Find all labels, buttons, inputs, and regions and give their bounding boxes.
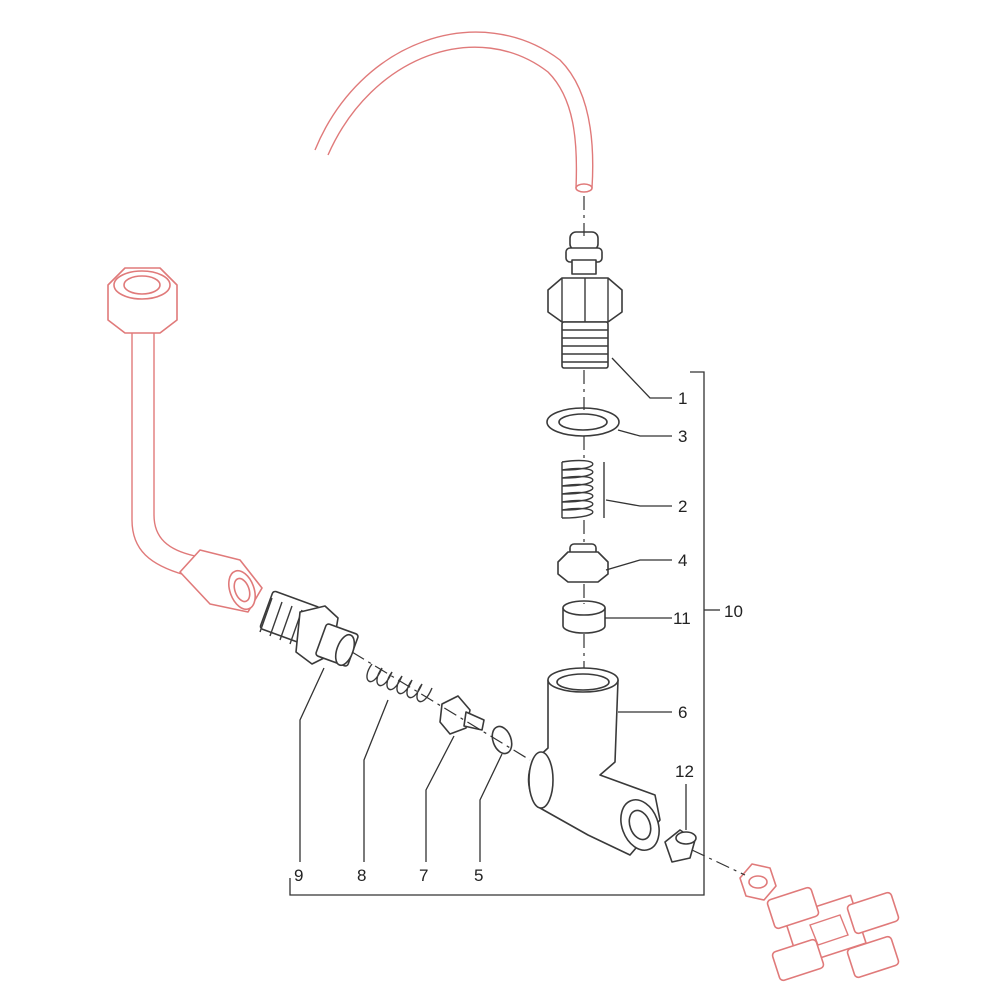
leader-lines xyxy=(299,357,687,862)
part-9-threaded-fitting xyxy=(259,590,359,667)
callout-8: 8 xyxy=(357,866,366,885)
callout-7: 7 xyxy=(419,866,428,885)
bent-tube-context xyxy=(107,267,263,613)
callout-6: 6 xyxy=(678,703,687,722)
part-4-valve-nut xyxy=(557,543,609,583)
part-3-washer xyxy=(546,407,620,437)
assembly-bracket xyxy=(289,371,720,896)
part-2-spring xyxy=(561,459,605,519)
callout-3: 3 xyxy=(678,427,687,446)
part-12-plug xyxy=(664,829,697,863)
callout-1: 1 xyxy=(678,389,687,408)
part-11-cap xyxy=(562,600,606,634)
part-6-tee-body xyxy=(527,667,661,856)
part-8-spring xyxy=(366,663,433,703)
callout-10: 10 xyxy=(724,602,743,621)
assembly-axis-lines xyxy=(351,196,746,876)
hose-context xyxy=(314,31,594,193)
callout-2: 2 xyxy=(678,497,687,516)
callout-9: 9 xyxy=(294,866,303,885)
callout-11: 11 xyxy=(673,609,691,628)
part-1-barbed-fitting xyxy=(547,231,623,369)
callout-5: 5 xyxy=(474,866,483,885)
cross-fitting-context xyxy=(739,863,900,982)
callout-12: 12 xyxy=(675,762,694,781)
part-5-o-ring xyxy=(491,725,513,755)
callout-4: 4 xyxy=(678,551,687,570)
